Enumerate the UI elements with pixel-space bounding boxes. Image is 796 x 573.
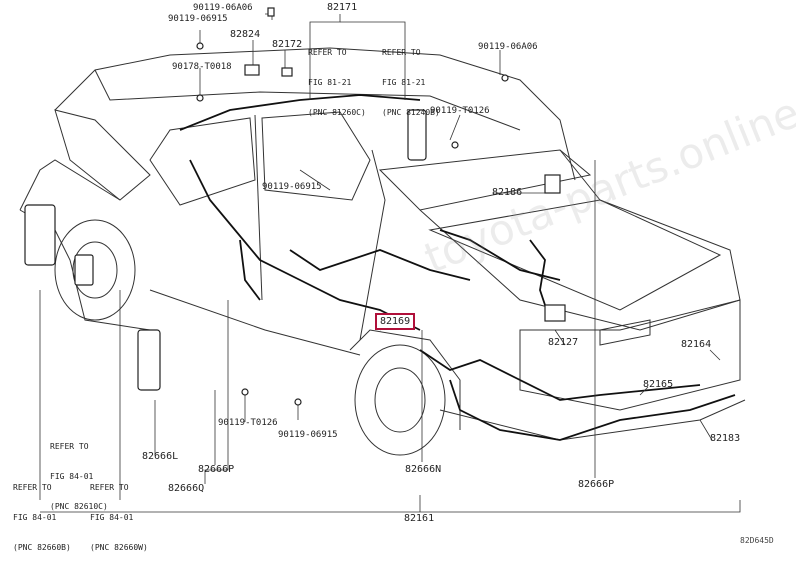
part-label-82127[interactable]: 82127 [548, 337, 579, 348]
bolt-90178 [196, 94, 204, 102]
leader-lines [39, 13, 741, 513]
ref-line: (PNC 81240B) [382, 108, 440, 117]
ref-line: REFER TO [90, 483, 129, 492]
clip-82127 [544, 304, 566, 322]
ref-line: FIG 84-01 [90, 513, 134, 522]
bracket-right [407, 109, 427, 161]
part-label-82172[interactable]: 82172 [272, 39, 303, 50]
ecu-box [74, 254, 94, 286]
ref-line: FIG 84-01 [50, 472, 94, 481]
ref-line: REFER TO [50, 442, 89, 451]
bolt-bottom-mid [294, 398, 302, 406]
bolt-T0126 [451, 141, 459, 149]
part-label-90119-06A06-right[interactable]: 90119-06A06 [478, 42, 538, 52]
part-label-82666P-right[interactable]: 82666P [578, 479, 615, 490]
cab-roof-outline [54, 47, 576, 181]
ref-line: REFER TO [13, 483, 52, 492]
bolt-90119-06915 [196, 42, 204, 50]
bed-right-rail [559, 149, 741, 301]
part-label-90178-T0018[interactable]: 90178-T0018 [172, 62, 232, 72]
part-label-90119-06915-mid[interactable]: 90119-06915 [262, 182, 322, 192]
ref-line: FIG 81-21 [308, 78, 352, 87]
ref-line: REFER TO [382, 48, 421, 57]
part-label-90119-T0126-bottom[interactable]: 90119-T0126 [218, 418, 278, 428]
ref-line: (PNC 82610C) [50, 502, 108, 511]
side-connector [137, 329, 161, 391]
part-label-90119-06A06-top[interactable]: 90119-06A06 [193, 3, 253, 13]
windshield [54, 109, 151, 201]
tailgate [519, 299, 741, 411]
cab-roof-inner [94, 69, 521, 131]
part-label-82161[interactable]: 82161 [404, 513, 435, 524]
rear-bumper [439, 399, 746, 441]
ref-line: (PNC 82660B) [13, 543, 71, 552]
clip-82186 [544, 174, 561, 194]
clip-82172 [281, 67, 293, 77]
ref-fig-84-01-c[interactable]: REFER TO FIG 84-01 (PNC 82660W) [90, 463, 148, 573]
bolt-bottom-left [241, 388, 249, 396]
bed-floor [428, 199, 722, 311]
ref-line: REFER TO [308, 48, 347, 57]
bed-front-wall [378, 149, 592, 211]
part-label-82666Q[interactable]: 82666Q [168, 483, 205, 494]
part-label-90119-T0126-top[interactable]: 90119-T0126 [430, 106, 490, 116]
components [24, 7, 566, 406]
part-label-82666P[interactable]: 82666P [198, 464, 235, 475]
c-pillar [359, 149, 386, 341]
bed-left-rail [419, 209, 741, 331]
rear-wheel-hub [374, 367, 426, 433]
part-label-90119-06915-bottom[interactable]: 90119-06915 [278, 430, 338, 440]
ref-line: (PNC 81260C) [308, 108, 366, 117]
part-label-82666L[interactable]: 82666L [142, 451, 179, 462]
part-label-82183[interactable]: 82183 [710, 433, 741, 444]
ref-line: FIG 84-01 [13, 513, 57, 522]
front-wheel [54, 219, 136, 321]
wire-harness [179, 94, 736, 441]
b-pillar [254, 114, 263, 301]
junction-block-left [24, 204, 56, 266]
ref-fig-84-01-a[interactable]: REFER TO FIG 84-01 (PNC 82610C) [50, 422, 108, 532]
rear-door-window [261, 111, 371, 201]
clip-82824 [244, 64, 260, 76]
diagram-code: 82D645D [740, 536, 774, 545]
part-label-82171[interactable]: 82171 [327, 2, 358, 13]
bolt-right [501, 74, 509, 82]
rear-wheel [354, 344, 446, 456]
hood [19, 159, 121, 211]
front-wheel-hub [72, 241, 118, 299]
part-label-82169-highlighted[interactable]: 82169 [375, 313, 416, 330]
ref-line: FIG 81-21 [382, 78, 426, 87]
ref-fig-81-21-a[interactable]: REFER TO FIG 81-21 (PNC 81260C) [308, 28, 366, 138]
part-label-90119-06915-top[interactable]: 90119-06915 [168, 14, 228, 24]
ref-fig-81-21-b[interactable]: REFER TO FIG 81-21 (PNC 81240B) [382, 28, 440, 138]
front-door-window [149, 117, 256, 206]
ref-line: (PNC 82660W) [90, 543, 148, 552]
rear-fender [349, 329, 461, 430]
part-label-82164[interactable]: 82164 [681, 339, 712, 350]
part-label-82824[interactable]: 82824 [230, 29, 261, 40]
vehicle-line-drawing [19, 7, 746, 513]
part-label-82186[interactable]: 82186 [492, 187, 523, 198]
parts-diagram: toyota-parts.online.ru 82171 90119-06A06… [13, 2, 796, 553]
part-label-82666N[interactable]: 82666N [405, 464, 442, 475]
tailgate-handle [599, 319, 651, 346]
rocker-line [149, 289, 361, 356]
bolt-top [267, 7, 275, 17]
part-label-82165[interactable]: 82165 [643, 379, 674, 390]
ref-fig-84-01-b[interactable]: REFER TO FIG 84-01 (PNC 82660B) [13, 463, 71, 573]
